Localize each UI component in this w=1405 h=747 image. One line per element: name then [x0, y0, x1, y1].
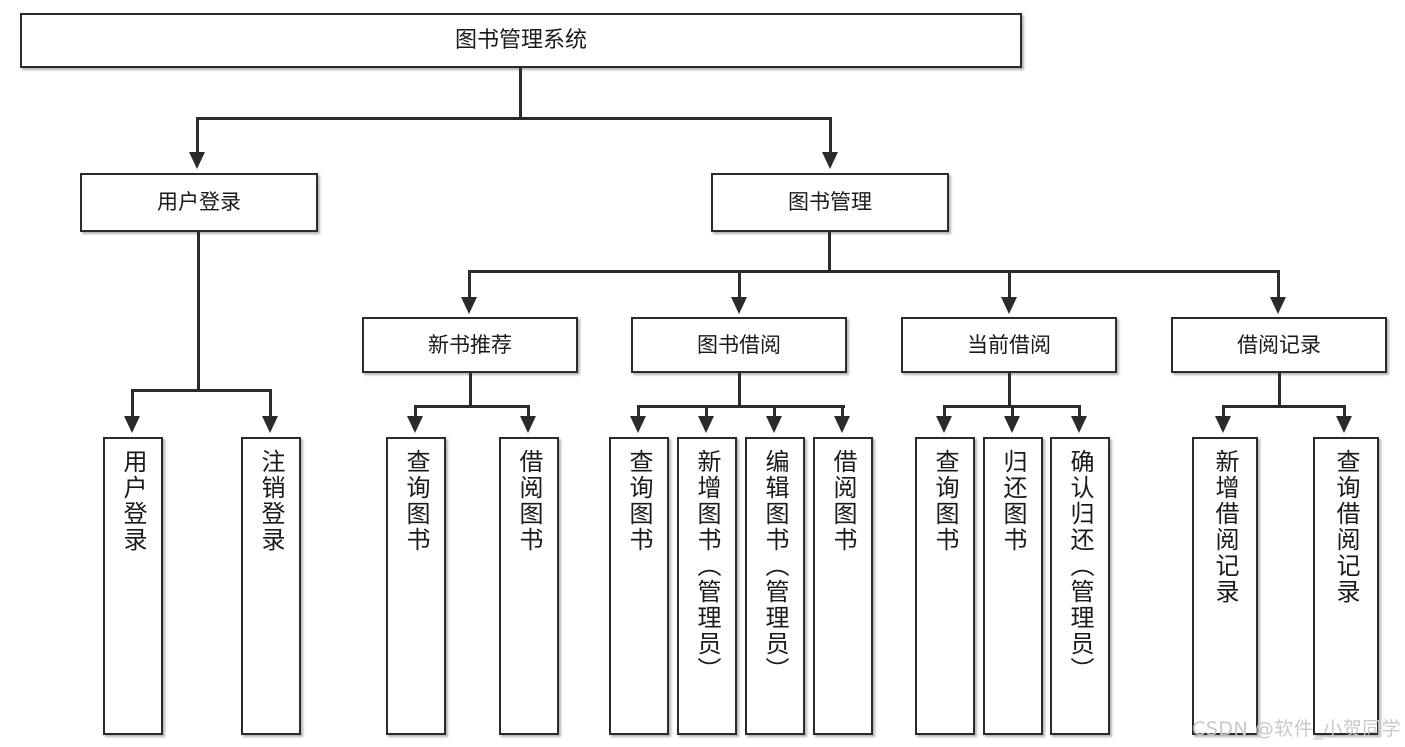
connector-book-manage-bus [468, 270, 1280, 273]
node-label: 查询图书 [931, 449, 959, 553]
node-book-manage[interactable]: 图书管理 [711, 173, 949, 232]
leaf-new-book-recommend-0[interactable]: 查询图书 [386, 437, 446, 735]
arrowhead-leaf-borrow-record-0 [1215, 416, 1231, 433]
leaf-book-borrow-2[interactable]: 编辑图书（管理员） [745, 437, 805, 735]
arrowhead-leaf-book-borrow-0 [630, 416, 646, 433]
arrowhead-leaf-user-login-0 [124, 416, 140, 433]
connector-book-borrow-child-3 [841, 405, 844, 421]
arrowhead-leaf-current-borrow-2 [1071, 416, 1087, 433]
node-label: 新书推荐 [428, 332, 512, 357]
connector-borrow-record-child-1 [1343, 405, 1346, 421]
connector-borrow-record-bus [1222, 405, 1346, 408]
arrowhead-leaf-book-borrow-3 [834, 416, 850, 433]
connector-book-borrow-child-1 [705, 405, 708, 421]
leaf-book-borrow-1[interactable]: 新增图书（管理员） [677, 437, 737, 735]
node-label: 图书管理系统 [454, 27, 587, 53]
connector-user-login-child-1 [269, 389, 272, 419]
leaf-current-borrow-0[interactable]: 查询图书 [915, 437, 975, 735]
arrowhead-new-book-recommend [461, 297, 477, 314]
connector-new-book-stem [469, 373, 472, 407]
node-label: 用户登录 [157, 190, 241, 215]
arrowhead-user-login [189, 152, 205, 169]
leaf-user-login-1[interactable]: 注销登录 [241, 437, 301, 735]
connector-book-borrow-child-2 [773, 405, 776, 421]
node-current-borrow[interactable]: 当前借阅 [901, 317, 1117, 373]
connector-current-borrow-child-2 [1078, 405, 1081, 421]
node-label: 借阅图书 [829, 449, 857, 553]
connector-book-manage-stem [828, 232, 831, 272]
node-label: 注销登录 [257, 449, 285, 553]
arrowhead-leaf-book-borrow-2 [766, 416, 782, 433]
arrowhead-leaf-current-borrow-1 [1004, 416, 1020, 433]
leaf-user-login-0[interactable]: 用户登录 [103, 437, 163, 735]
node-label: 编辑图书（管理员） [761, 449, 789, 683]
leaf-book-borrow-0[interactable]: 查询图书 [609, 437, 669, 735]
watermark-text: CSDN @软件_小贺同学 [1192, 718, 1402, 740]
connector-current-borrow-child-0 [943, 405, 946, 421]
leaf-current-borrow-2[interactable]: 确认归还（管理员） [1050, 437, 1110, 735]
connector-current-borrow-child-1 [1011, 405, 1014, 421]
connector-user-login-bus [131, 389, 271, 392]
node-label: 当前借阅 [967, 332, 1051, 357]
connector-book-borrow-bus [637, 405, 845, 408]
connector-borrow-record-child-0 [1222, 405, 1225, 421]
connector-book-manage-child-2 [1008, 270, 1011, 300]
node-borrow-record[interactable]: 借阅记录 [1171, 317, 1387, 373]
connector-book-manage-child-3 [1277, 270, 1280, 300]
node-label: 新增借阅记录 [1211, 449, 1239, 605]
connector-borrow-record-stem [1278, 373, 1281, 407]
node-book-borrow[interactable]: 图书借阅 [631, 317, 847, 373]
node-label: 图书借阅 [697, 332, 781, 357]
arrowhead-book-borrow [731, 297, 747, 314]
connector-to-book-manage [829, 117, 832, 155]
connector-book-borrow-stem [738, 373, 741, 407]
arrowhead-leaf-new-book-1 [520, 416, 536, 433]
arrowhead-borrow-record [1270, 297, 1286, 314]
arrowhead-leaf-user-login-1 [262, 416, 278, 433]
node-label: 借阅记录 [1237, 332, 1321, 357]
node-new-book-recommend[interactable]: 新书推荐 [362, 317, 578, 373]
node-label: 新增图书（管理员） [693, 449, 721, 683]
connector-to-user-login [196, 117, 199, 155]
node-label: 查询图书 [402, 449, 430, 553]
node-user-login[interactable]: 用户登录 [80, 173, 318, 232]
leaf-book-borrow-3[interactable]: 借阅图书 [813, 437, 873, 735]
node-label: 借阅图书 [515, 449, 543, 553]
connector-root-stem [519, 68, 522, 119]
arrowhead-book-manage [822, 152, 838, 169]
arrowhead-leaf-book-borrow-1 [698, 416, 714, 433]
leaf-current-borrow-1[interactable]: 归还图书 [983, 437, 1043, 735]
node-label: 图书管理 [788, 190, 872, 215]
node-label: 查询借阅记录 [1332, 449, 1360, 605]
connector-book-borrow-child-0 [637, 405, 640, 421]
connector-new-book-bus [414, 405, 530, 408]
node-label: 用户登录 [119, 449, 147, 553]
arrowhead-current-borrow [1001, 297, 1017, 314]
connector-user-login-child-0 [131, 389, 134, 419]
connector-user-login-stem [197, 232, 200, 392]
arrowhead-leaf-new-book-0 [407, 416, 423, 433]
connector-book-manage-child-1 [738, 270, 741, 300]
connector-new-book-child-0 [414, 405, 417, 421]
node-label: 查询图书 [625, 449, 653, 553]
connector-root-bus [196, 117, 832, 120]
node-root-system[interactable]: 图书管理系统 [20, 13, 1022, 68]
connector-book-manage-child-0 [468, 270, 471, 300]
leaf-borrow-record-1[interactable]: 查询借阅记录 [1313, 437, 1379, 735]
node-label: 确认归还（管理员） [1066, 449, 1094, 683]
node-label: 归还图书 [999, 449, 1027, 553]
leaf-borrow-record-0[interactable]: 新增借阅记录 [1192, 437, 1258, 735]
arrowhead-leaf-borrow-record-1 [1336, 416, 1352, 433]
arrowhead-leaf-current-borrow-0 [936, 416, 952, 433]
connector-current-borrow-stem [1008, 373, 1011, 407]
leaf-new-book-recommend-1[interactable]: 借阅图书 [499, 437, 559, 735]
connector-new-book-child-1 [527, 405, 530, 421]
